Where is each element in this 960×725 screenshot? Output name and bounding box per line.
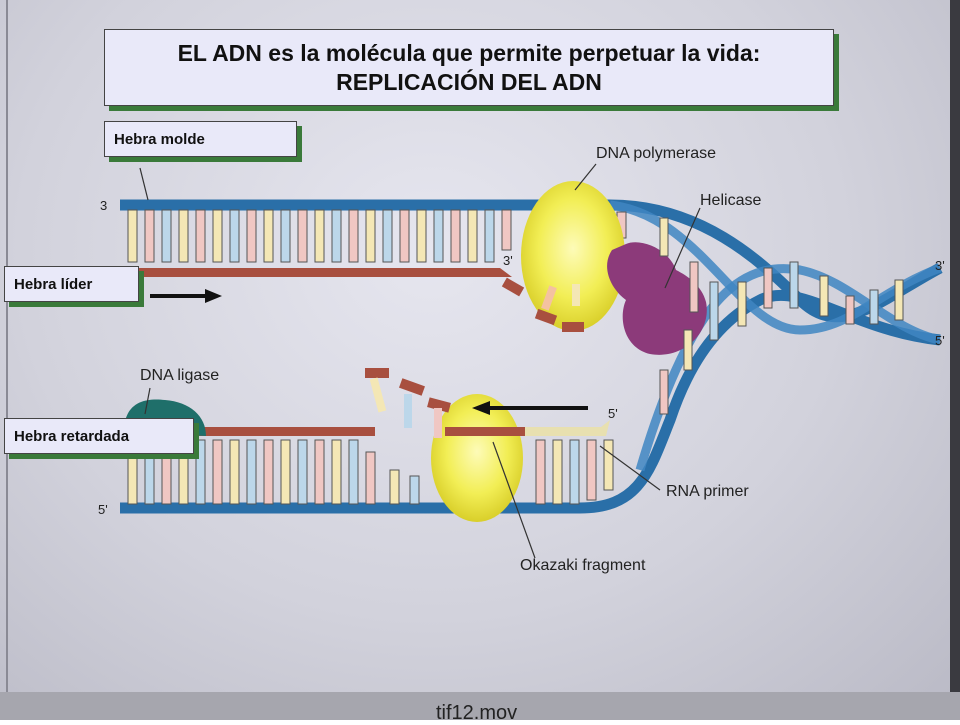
rna-primer-shape bbox=[525, 427, 601, 436]
bottom-base-pairs bbox=[127, 439, 614, 505]
end-label-right-top: 3' bbox=[935, 258, 945, 273]
okazaki-fragment-old bbox=[160, 427, 375, 436]
right-edge-strip bbox=[950, 0, 960, 720]
end-label-right-bottom: 5' bbox=[935, 333, 945, 348]
okazaki-fragment-new bbox=[445, 427, 525, 436]
leader-lines bbox=[139, 163, 701, 559]
end-label-lagging: 5' bbox=[608, 406, 618, 421]
leading-new-strand bbox=[120, 268, 500, 277]
okazaki-fragment-label: Okazaki fragment bbox=[520, 557, 646, 574]
end-label-bottom-left: 5' bbox=[98, 502, 108, 517]
helicase-label: Helicase bbox=[700, 192, 761, 209]
helix-bases bbox=[659, 217, 904, 415]
lagging-strand-callout: Hebra retardada bbox=[4, 418, 194, 454]
helicase-shape bbox=[607, 242, 707, 355]
lower-polymerase-shape bbox=[431, 394, 523, 522]
lagging-direction-arrow bbox=[472, 401, 588, 415]
title-line-1: EL ADN es la molécula que permite perpet… bbox=[177, 39, 761, 66]
slide-title: EL ADN es la molécula que permite perpet… bbox=[104, 29, 834, 106]
title-line-2: REPLICACIÓN DEL ADN bbox=[336, 68, 602, 95]
end-label-top-left: 3 bbox=[100, 198, 107, 213]
leading-direction-arrow bbox=[150, 289, 222, 303]
left-border-line bbox=[6, 0, 8, 720]
leading-strand-callout: Hebra líder bbox=[4, 266, 139, 302]
helix-back-strand-top bbox=[609, 200, 942, 335]
end-label-leading: 3' bbox=[503, 253, 513, 268]
lagging-strand-label: Hebra retardada bbox=[14, 427, 130, 445]
video-footer-bar bbox=[0, 692, 960, 720]
template-strand-callout: Hebra molde bbox=[104, 121, 297, 157]
top-base-pairs bbox=[127, 209, 627, 263]
leading-strand-label: Hebra líder bbox=[14, 275, 93, 293]
dna-ligase-label: DNA ligase bbox=[140, 367, 219, 384]
dna-polymerase-label: DNA polymerase bbox=[596, 145, 716, 162]
template-strand-label: Hebra molde bbox=[114, 130, 205, 148]
footer-filename: tif12.mov bbox=[436, 702, 518, 724]
rna-primer-label: RNA primer bbox=[666, 483, 749, 500]
free-nucleotides bbox=[365, 277, 584, 438]
helix-back-strand-bottom bbox=[635, 264, 941, 472]
